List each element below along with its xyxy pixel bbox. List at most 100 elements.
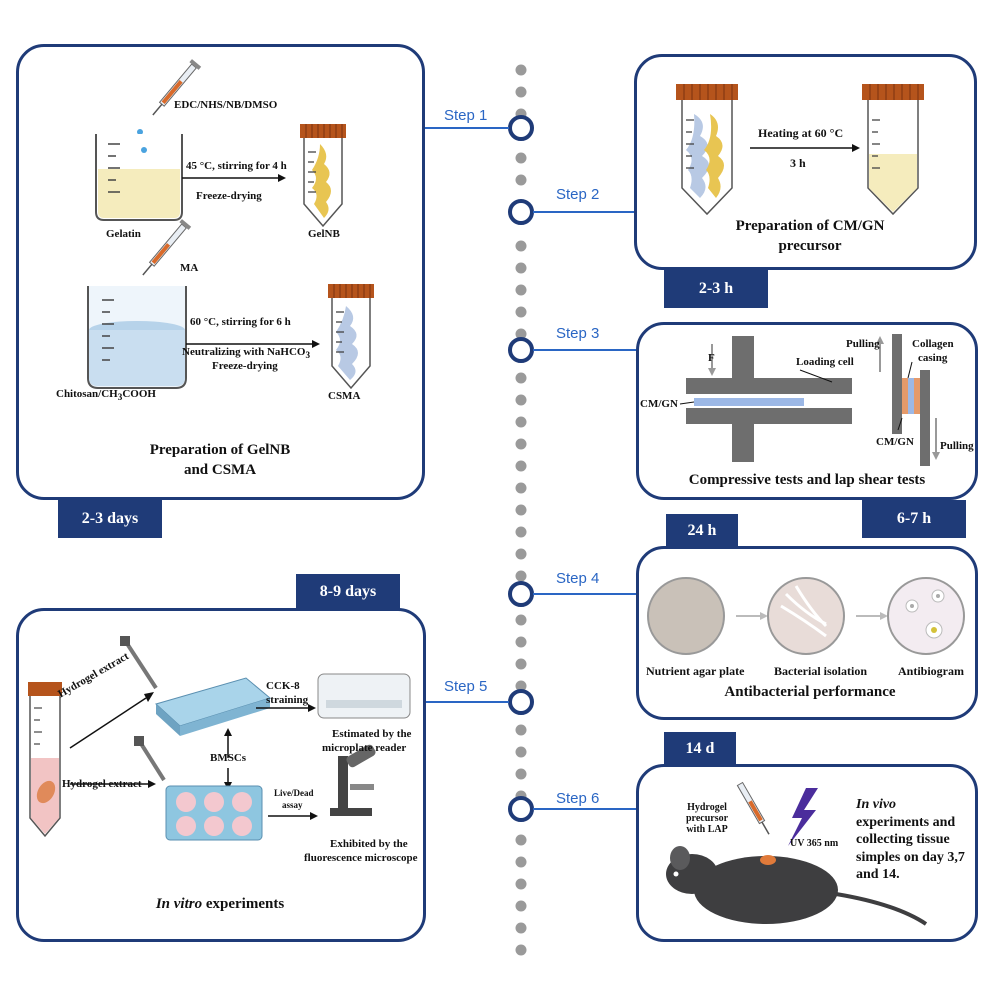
bmscs-label: BMSCs — [210, 752, 247, 764]
gelatin-label: Gelatin — [106, 228, 141, 240]
microscope-icon — [330, 744, 376, 816]
timeline-dot — [515, 856, 527, 868]
condition-label: Heating at 60 °C — [758, 126, 844, 140]
timeline-dot — [515, 416, 527, 428]
panel-in-vitro — [16, 608, 426, 942]
tube-icon — [862, 84, 924, 216]
timeline-dot — [515, 658, 527, 670]
pulling-label: Pulling — [940, 440, 974, 452]
reader-label: Estimated by the — [332, 728, 412, 740]
timeline-dot — [515, 636, 527, 648]
step-4-label: Step 4 — [556, 570, 600, 587]
timeline-dot — [515, 614, 527, 626]
timeline-dot — [515, 526, 527, 538]
panel6-text: In vivo experiments and collecting tissu… — [856, 797, 965, 882]
cmgn-label: CM/GN — [640, 398, 678, 410]
timeline-dot — [515, 438, 527, 450]
cck8-label: straining — [266, 694, 309, 706]
chitosan-label: Chitosan/CH3COOH — [56, 388, 156, 403]
timeline-dot — [515, 64, 527, 76]
plate-label: Nutrient agar plate — [646, 664, 745, 678]
microscope-label: fluorescence microscope — [304, 852, 418, 864]
timeline-dot — [515, 768, 527, 780]
csma-tube-icon — [328, 284, 374, 390]
syringe-icon — [736, 781, 770, 835]
lap-shear-fixture-icon — [876, 334, 940, 466]
timeline-dot — [515, 548, 527, 560]
step-node-5 — [508, 689, 534, 715]
uv-label: UV 365 nm — [790, 838, 839, 849]
panel3-illustration — [679, 334, 940, 466]
cmgn-label: CM/GN — [876, 436, 914, 448]
timeline-dots — [515, 64, 527, 956]
syringe-icon — [142, 219, 192, 276]
timeline-dot — [515, 284, 527, 296]
duration-tag-3: 6-7 h — [862, 500, 966, 538]
step-node-4 — [508, 581, 534, 607]
step-node-1 — [508, 115, 534, 141]
mouse-icon — [666, 846, 928, 926]
condition-label: Neutralizing with NaHCO3 — [182, 346, 311, 361]
timeline-dot — [515, 460, 527, 472]
condition-label: 60 °C, stirring for 6 h — [190, 316, 291, 328]
timeline-dot — [515, 900, 527, 912]
gelnb-label: GelNB — [308, 228, 340, 240]
extract-tube-icon — [28, 682, 62, 838]
well-plate-96-icon — [155, 677, 272, 736]
bacterial-plate-icon — [767, 577, 845, 655]
panel3-title: Compressive tests and lap shear tests — [688, 472, 926, 488]
syringe-icon — [152, 59, 202, 116]
timeline-dot — [515, 834, 527, 846]
reader-label: microplate reader — [322, 742, 407, 754]
pipette-icon — [120, 636, 158, 690]
agar-plate-icon — [647, 577, 725, 655]
microscope-label: Exhibited by the — [330, 838, 408, 850]
step-node-3 — [508, 337, 534, 363]
gelatin-beaker-icon — [95, 134, 183, 221]
duration-tag-1: 2-3 days — [58, 500, 162, 538]
force-label: F — [708, 352, 715, 364]
timeline-dot — [515, 724, 527, 736]
step-node-2 — [508, 199, 534, 225]
timeline-dot — [515, 306, 527, 318]
collagen-label: casing — [918, 352, 948, 364]
panel-gelnb-csma — [16, 44, 425, 500]
panel5-title: In vitro experiments — [155, 896, 285, 912]
pipette-icon — [134, 736, 166, 782]
pulling-label: Pulling — [846, 338, 880, 350]
microplate-reader-icon — [317, 673, 411, 719]
condition-label: 45 °C, stirring for 4 h — [186, 160, 287, 172]
timeline-dot — [515, 372, 527, 384]
chitosan-beaker-icon — [87, 286, 187, 389]
timeline-dot — [515, 240, 527, 252]
timeline-dot — [515, 482, 527, 494]
step-2-label: Step 2 — [556, 186, 600, 203]
timeline-dot — [515, 746, 527, 758]
timeline-dot — [515, 328, 527, 340]
timeline-dot — [515, 878, 527, 890]
panel1-illustration — [87, 59, 374, 390]
timeline-dot — [515, 570, 527, 582]
plate-label: Antibiogram — [898, 664, 964, 678]
csma-label: CSMA — [328, 390, 361, 402]
duration-tag-5: 8-9 days — [296, 574, 400, 610]
panel4-title: Antibacterial performance — [724, 684, 896, 700]
duration-tag-4: 24 h — [666, 514, 738, 548]
antibiogram-plate-icon — [887, 577, 965, 655]
step-node-6 — [508, 796, 534, 822]
duration-tag-6: 14 d — [664, 732, 736, 766]
timeline-dot — [515, 86, 527, 98]
compression-fixture-icon — [679, 336, 852, 462]
panel5-illustration — [28, 636, 411, 841]
livedead-label: Live/Dead — [274, 788, 314, 798]
plate-label: Bacterial isolation — [774, 664, 867, 678]
timeline-dot — [515, 922, 527, 934]
reagent-label: MA — [180, 262, 199, 274]
extract-label: Hydrogel extract — [62, 778, 142, 790]
timeline-dot — [515, 504, 527, 516]
step-6-label: Step 6 — [556, 790, 600, 807]
